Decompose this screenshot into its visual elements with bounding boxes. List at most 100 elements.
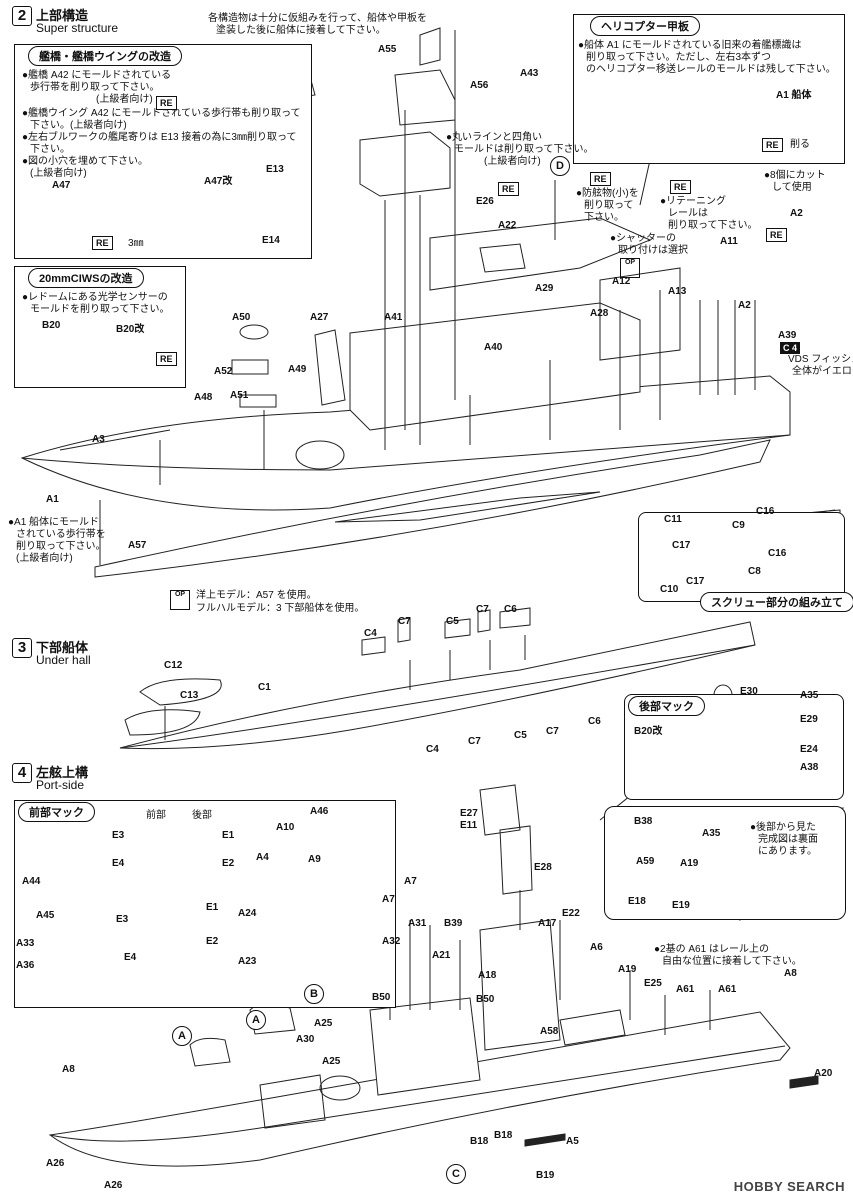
label-a8-right: A8 <box>784 968 797 979</box>
label-b18-b: B18 <box>494 1130 513 1141</box>
ciws-note-1: ●レドームにある光学センサーの <box>22 292 168 303</box>
label-b50-b: B50 <box>476 994 495 1005</box>
label-e22: E22 <box>562 908 580 919</box>
label-b20-mod: B20改 <box>116 324 145 335</box>
bridge-note-1: ●艦橋 A42 にモールドされている <box>22 70 172 81</box>
label-a55: A55 <box>378 44 397 55</box>
label-a61-b: A61 <box>718 984 737 995</box>
label-a50: A50 <box>232 312 251 323</box>
heli-note-3: のヘリコプター移送レールのモールドは残して下さい。 <box>586 64 836 75</box>
label-a25-b: A25 <box>322 1056 341 1067</box>
heli-deck-box <box>573 14 845 164</box>
label-a43: A43 <box>520 68 539 79</box>
inset-label-e3: E3 <box>112 830 125 841</box>
label-a61-a: A61 <box>676 984 695 995</box>
label-a23: A23 <box>238 956 257 967</box>
label-a3: A3 <box>92 434 105 445</box>
label-b50-a: B50 <box>372 992 391 1003</box>
circle-a-2: A <box>246 1010 266 1030</box>
bridge-note-5: 下さい。(上級者向け) <box>30 120 127 131</box>
label-a38: A38 <box>800 762 819 773</box>
label-a48: A48 <box>194 392 213 403</box>
inset-label-e1: E1 <box>222 830 235 841</box>
label-e24: E24 <box>800 744 818 755</box>
step-3-title-jp: 下部船体 <box>36 640 89 655</box>
circle-b: B <box>304 984 324 1004</box>
re-tag-round: RE <box>498 182 519 196</box>
ciws-note-2: モールドを削り取って下さい。 <box>30 304 170 315</box>
step-2-note-1: 各構造物は十分に仮組みを行って、船体や甲板を <box>208 13 427 24</box>
label-e26: E26 <box>476 196 494 207</box>
cut-note-1: ●8個にカット <box>764 170 826 181</box>
label-c7-bottom-b: C7 <box>546 726 559 737</box>
label-a1: A1 <box>46 494 59 505</box>
screw-assembly-box <box>638 512 845 602</box>
label-a21: A21 <box>432 950 451 961</box>
label-c5-top: C5 <box>446 616 459 627</box>
label-a47-mod: A47改 <box>204 176 233 187</box>
label-a30: A30 <box>296 1034 315 1045</box>
label-c9: C9 <box>732 520 745 531</box>
label-c7-top-b: C7 <box>476 604 489 615</box>
label-c10: C10 <box>660 584 679 595</box>
label-b38: B38 <box>634 816 653 827</box>
heli-re-tag: RE <box>762 138 783 152</box>
front-mast-title: 前部マック <box>18 802 95 822</box>
label-e27: E27 <box>460 808 478 819</box>
label-a52: A52 <box>214 366 233 377</box>
inset-front: 前部 <box>146 810 166 821</box>
label-a18: A18 <box>478 970 497 981</box>
bridge-note-4: ●艦橋ウイング A42 にモールドされている歩行帯も削り取って <box>22 108 301 119</box>
step-3-number: 3 <box>12 638 32 658</box>
bridge-re-tag: RE <box>156 96 177 110</box>
retaining-note-1: ●リテーニング <box>660 196 727 207</box>
label-a25-a: A25 <box>314 1018 333 1029</box>
label-e1: E1 <box>206 902 219 913</box>
rear-view-note-1: ●後部から見た <box>750 822 817 833</box>
label-a44: A44 <box>22 876 41 887</box>
label-e4: E4 <box>124 952 137 963</box>
label-a27: A27 <box>310 312 329 323</box>
label-a6: A6 <box>590 942 603 953</box>
a1-note-2: されている歩行帯を <box>16 529 106 540</box>
label-c5-bottom: C5 <box>514 730 527 741</box>
round-line-note-3: (上級者向け) <box>484 156 541 167</box>
bridge-note-8: ●図の小穴を埋めて下さい。 <box>22 156 149 167</box>
label-c17-b: C17 <box>686 576 705 587</box>
a1-note-3: 削り取って下さい。 <box>16 541 106 552</box>
a1-note-4: (上級者向け) <box>16 553 73 564</box>
label-a47: A47 <box>52 180 71 191</box>
retaining-note-2: レールは <box>668 208 708 219</box>
label-c1: C1 <box>258 682 271 693</box>
bridge-note-7: 下さい。 <box>30 144 70 155</box>
screw-box-title: スクリュー部分の組み立て <box>700 592 853 612</box>
label-b19: B19 <box>536 1170 555 1181</box>
label-c11: C11 <box>664 514 682 525</box>
label-a7-b: A7 <box>382 894 395 905</box>
label-e2: E2 <box>206 936 219 947</box>
step-3-title-en: Under hall <box>36 653 91 667</box>
rail-note-1: ●2基の A61 はレール上の <box>654 944 769 955</box>
ciws-re-tag: RE <box>156 352 177 366</box>
label-a33: A33 <box>16 938 35 949</box>
label-e19: E19 <box>672 900 690 911</box>
label-e29: E29 <box>800 714 818 725</box>
label-a35-rear: A35 <box>702 828 721 839</box>
label-a2: A2 <box>738 300 751 311</box>
label-a46: A46 <box>310 806 329 817</box>
shutter-note-2: 取り付けは選択 <box>618 245 688 256</box>
step-4-number: 4 <box>12 763 32 783</box>
round-line-note-1: ●丸いラインと四角い <box>446 132 543 143</box>
label-c16-b: C16 <box>768 548 787 559</box>
label-c4-top: C4 <box>364 628 377 639</box>
option-icon: OP <box>620 258 640 278</box>
label-a19-rear: A19 <box>680 858 699 869</box>
label-b39: B39 <box>444 918 463 929</box>
label-a28: A28 <box>590 308 609 319</box>
label-a26-b: A26 <box>104 1180 123 1191</box>
label-a39: A39 <box>778 330 797 341</box>
rear-view-note-2: 完成図は裏面 <box>758 834 818 845</box>
circle-c: C <box>446 1164 466 1184</box>
label-a57: A57 <box>128 540 147 551</box>
label-e13: E13 <box>266 164 284 175</box>
